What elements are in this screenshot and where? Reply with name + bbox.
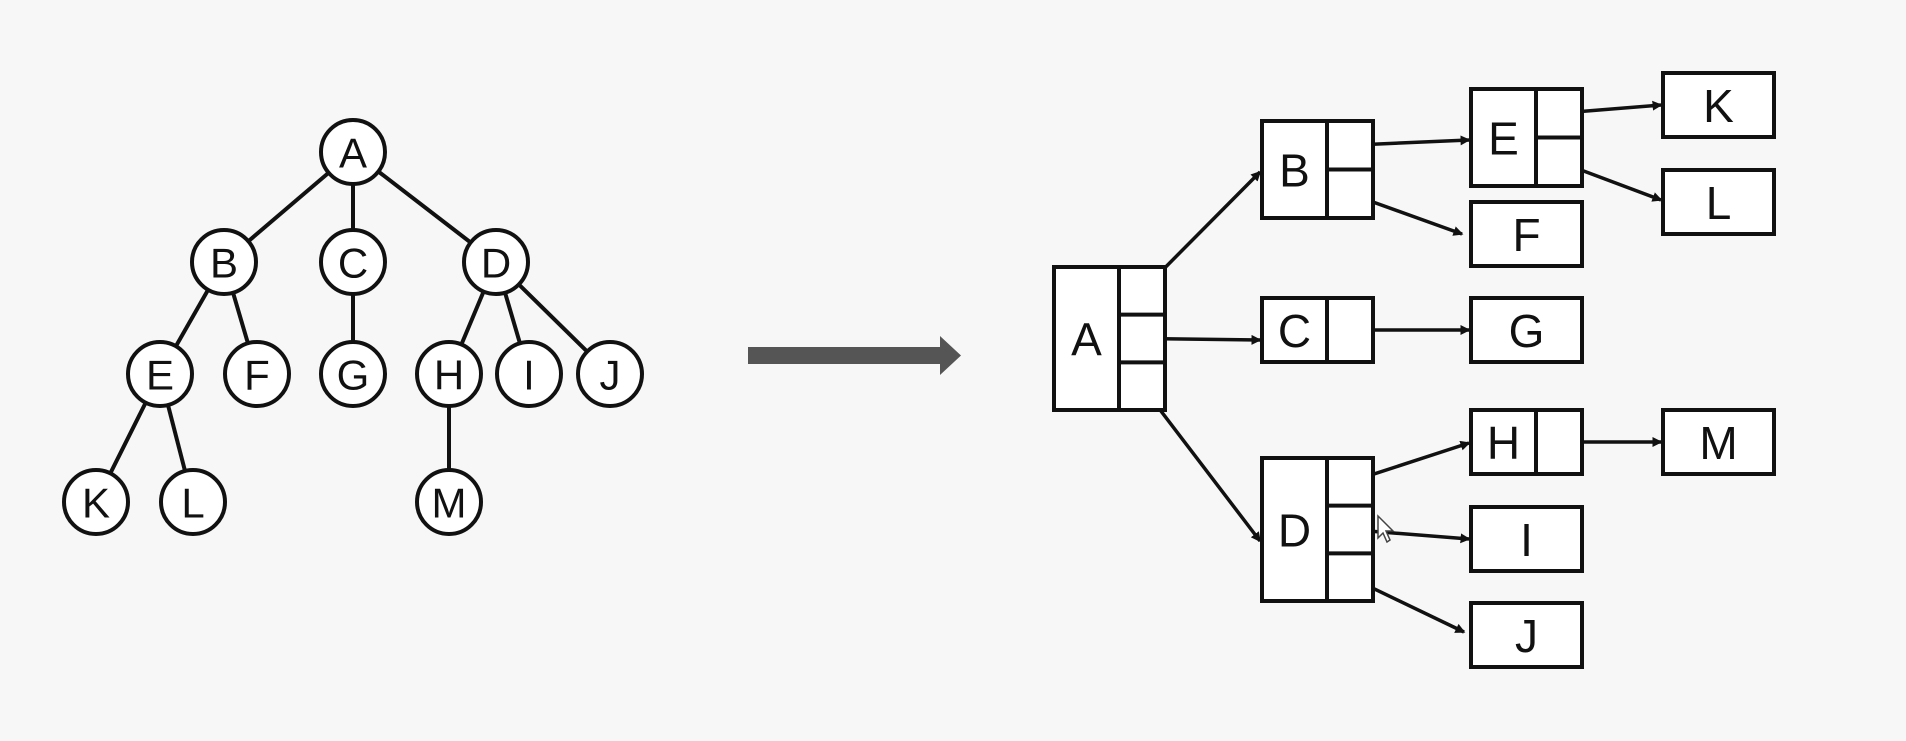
tree-edge-d-i [503,292,522,344]
node-box [1469,601,1584,669]
node-box [1469,505,1584,573]
tree-node-a: A [319,118,387,186]
tree-node-circle [462,228,530,296]
tree-edge-a-b [247,171,330,243]
tree-edge-b-e [174,288,210,348]
node-box [1469,200,1584,268]
node-box [1661,408,1776,476]
tree-node-label: B [210,240,238,287]
tree-node-circle [319,340,387,408]
tree-edges [108,169,589,475]
tree-node-circle [415,468,483,536]
node-box [1661,71,1776,139]
tree-node-l: L [159,468,227,536]
tree-node-label: L [181,480,204,527]
linked-node-label: C [1278,305,1311,357]
tree-node-label: J [600,352,621,399]
tree-edge-d-h [459,290,486,346]
linked-node-f: F [1469,200,1584,268]
tree-node-d: D [462,228,530,296]
tree-node-f: F [223,340,291,408]
node-box [1661,168,1776,236]
tree-node-circle [126,340,194,408]
tree-nodes: A B C D E F G H I J K L M [62,118,644,536]
tree-node-label: M [432,480,467,527]
tree-node-label: E [146,352,174,399]
tree-edge-a-d [377,169,472,245]
linked-node-g: G [1469,296,1584,364]
tree-node-label: F [244,352,270,399]
linked-node-label: L [1706,177,1732,229]
tree-node-g: G [319,340,387,408]
tree-node-label: H [434,352,464,399]
linked-node-label: I [1520,514,1533,566]
linked-node-label: A [1071,314,1102,366]
mouse-cursor-icon [1377,514,1395,544]
node-box [1469,296,1584,364]
tree-node-k: K [62,468,130,536]
tree-node-circle [415,340,483,408]
linked-node-label: F [1512,209,1540,261]
linked-node-label: H [1487,417,1520,469]
tree-node-circle [319,228,387,296]
tree-node-circle [576,340,644,408]
tree-node-label: I [523,352,535,399]
tree-node-circle [62,468,130,536]
linked-node-label: M [1699,417,1737,469]
tree-node-label: G [337,352,370,399]
linked-node-b: B [1260,119,1375,220]
linked-node-h: H [1469,408,1584,476]
tree-node-e: E [126,340,194,408]
tree-node-circle [495,340,563,408]
linked-node-c: C [1260,296,1375,364]
linked-node-j: J [1469,601,1584,669]
tree-edge-b-f [231,292,250,344]
node-box [1052,265,1167,412]
tree-node-label: A [339,130,367,177]
linked-node-i: I [1469,505,1584,573]
tree-node-circle [159,468,227,536]
node-box [1260,296,1375,364]
linked-node-label: B [1279,145,1310,197]
node-box [1469,408,1584,476]
node-box [1260,456,1375,603]
tree-node-m: M [415,468,483,536]
tree-node-i: I [495,340,563,408]
linked-node-l: L [1661,168,1776,236]
linked-node-label: E [1488,113,1519,165]
tree-node-j: J [576,340,644,408]
linked-node-m: M [1661,408,1776,476]
tree-node-circle [223,340,291,408]
linked-nodes: A B C D EFG HIJ KL M [1052,71,1776,669]
tree-node-label: C [338,240,368,287]
tree-node-label: K [82,480,110,527]
tree-node-c: C [319,228,387,296]
tree-node-h: H [415,340,483,408]
linked-node-k: K [1661,71,1776,139]
tree-node-circle [190,228,258,296]
right-arrow-icon [748,336,961,375]
tree-edge-e-k [108,401,148,475]
tree-node-label: D [481,240,511,287]
linked-node-label: K [1703,80,1734,132]
linked-node-a: A [1052,265,1167,412]
tree-edge-e-l [166,404,187,472]
tree-node-b: B [190,228,258,296]
tree-edge-d-j [517,282,589,354]
linked-node-label: G [1509,305,1545,357]
linked-node-e: E [1469,87,1584,188]
linked-node-d: D [1260,456,1375,603]
linked-node-label: J [1515,610,1538,662]
tree-node-circle [319,118,387,186]
linked-node-label: D [1278,505,1311,557]
